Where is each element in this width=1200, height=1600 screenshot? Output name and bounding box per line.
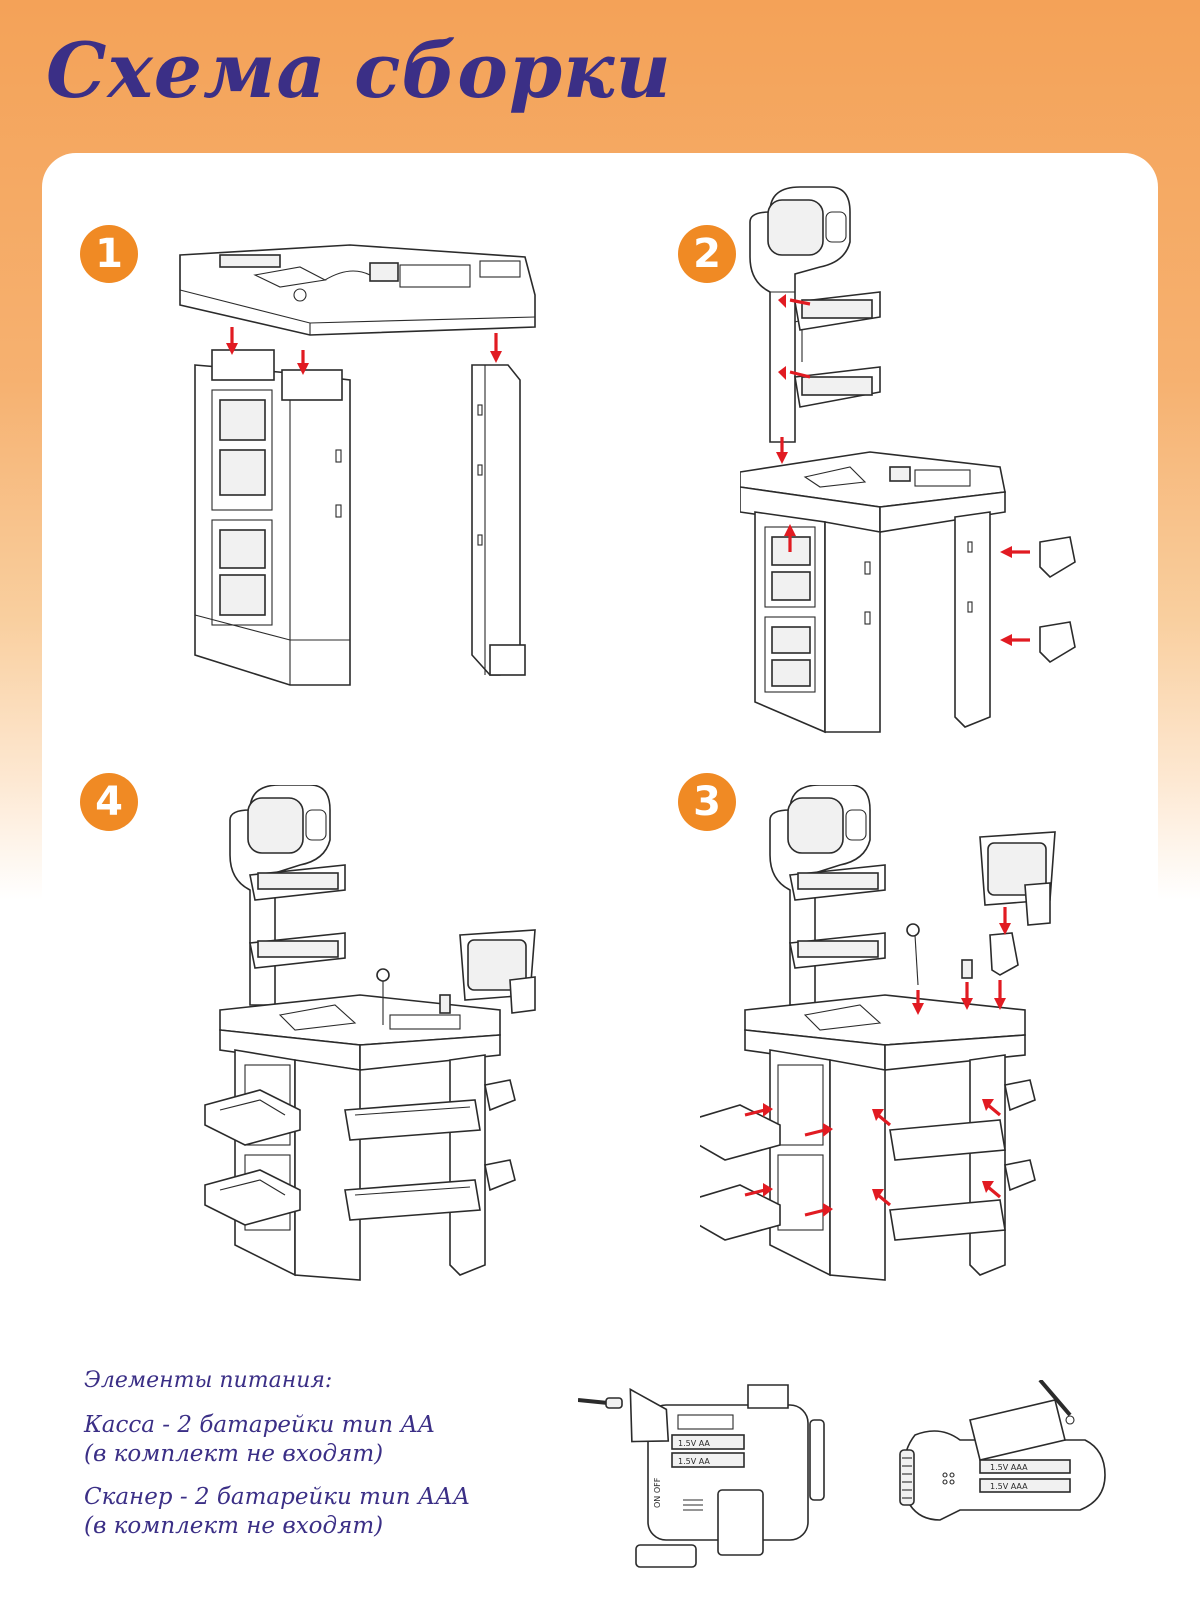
step-4-diagram — [204, 785, 536, 1281]
power-item-register-line1: Касса - 2 батарейки тип АА — [84, 1412, 436, 1438]
scanner-battery-diagram: 1.5V AAA 1.5V AAA — [899, 1380, 1106, 1521]
register-battery-label-1: 1.5V AA — [678, 1439, 710, 1448]
scanner-battery-label-1: 1.5V AAA — [990, 1463, 1028, 1472]
step-badge-2: 2 — [678, 225, 736, 283]
power-section: Элементы питания: Касса - 2 батарейки ти… — [84, 1368, 604, 1555]
power-item-scanner: Сканер - 2 батарейки тип ААА (в комплект… — [84, 1483, 604, 1541]
register-battery-diagram: 1.5V AA 1.5V AA ON OFF — [578, 1384, 825, 1568]
power-heading: Элементы питания: — [84, 1368, 333, 1393]
power-item-register-line2: (в комплект не входят) — [84, 1441, 384, 1467]
step-2-diagram — [740, 186, 1076, 734]
step-badge-4: 4 — [80, 773, 138, 831]
page-title: Схема сборки — [46, 26, 672, 115]
step-badge-3: 3 — [678, 773, 736, 831]
power-item-scanner-line2: (в комплект не входят) — [84, 1513, 384, 1539]
register-switch-label: ON OFF — [653, 1477, 662, 1508]
step-3-diagram — [700, 785, 1056, 1281]
register-battery-label-2: 1.5V AA — [678, 1457, 710, 1466]
step-1-diagram — [179, 244, 536, 686]
step-badge-1: 1 — [80, 225, 138, 283]
power-item-scanner-line1: Сканер - 2 батарейки тип ААА — [84, 1484, 471, 1510]
scanner-battery-label-2: 1.5V AAA — [990, 1482, 1028, 1491]
power-item-register: Касса - 2 батарейки тип АА (в комплект н… — [84, 1411, 604, 1469]
